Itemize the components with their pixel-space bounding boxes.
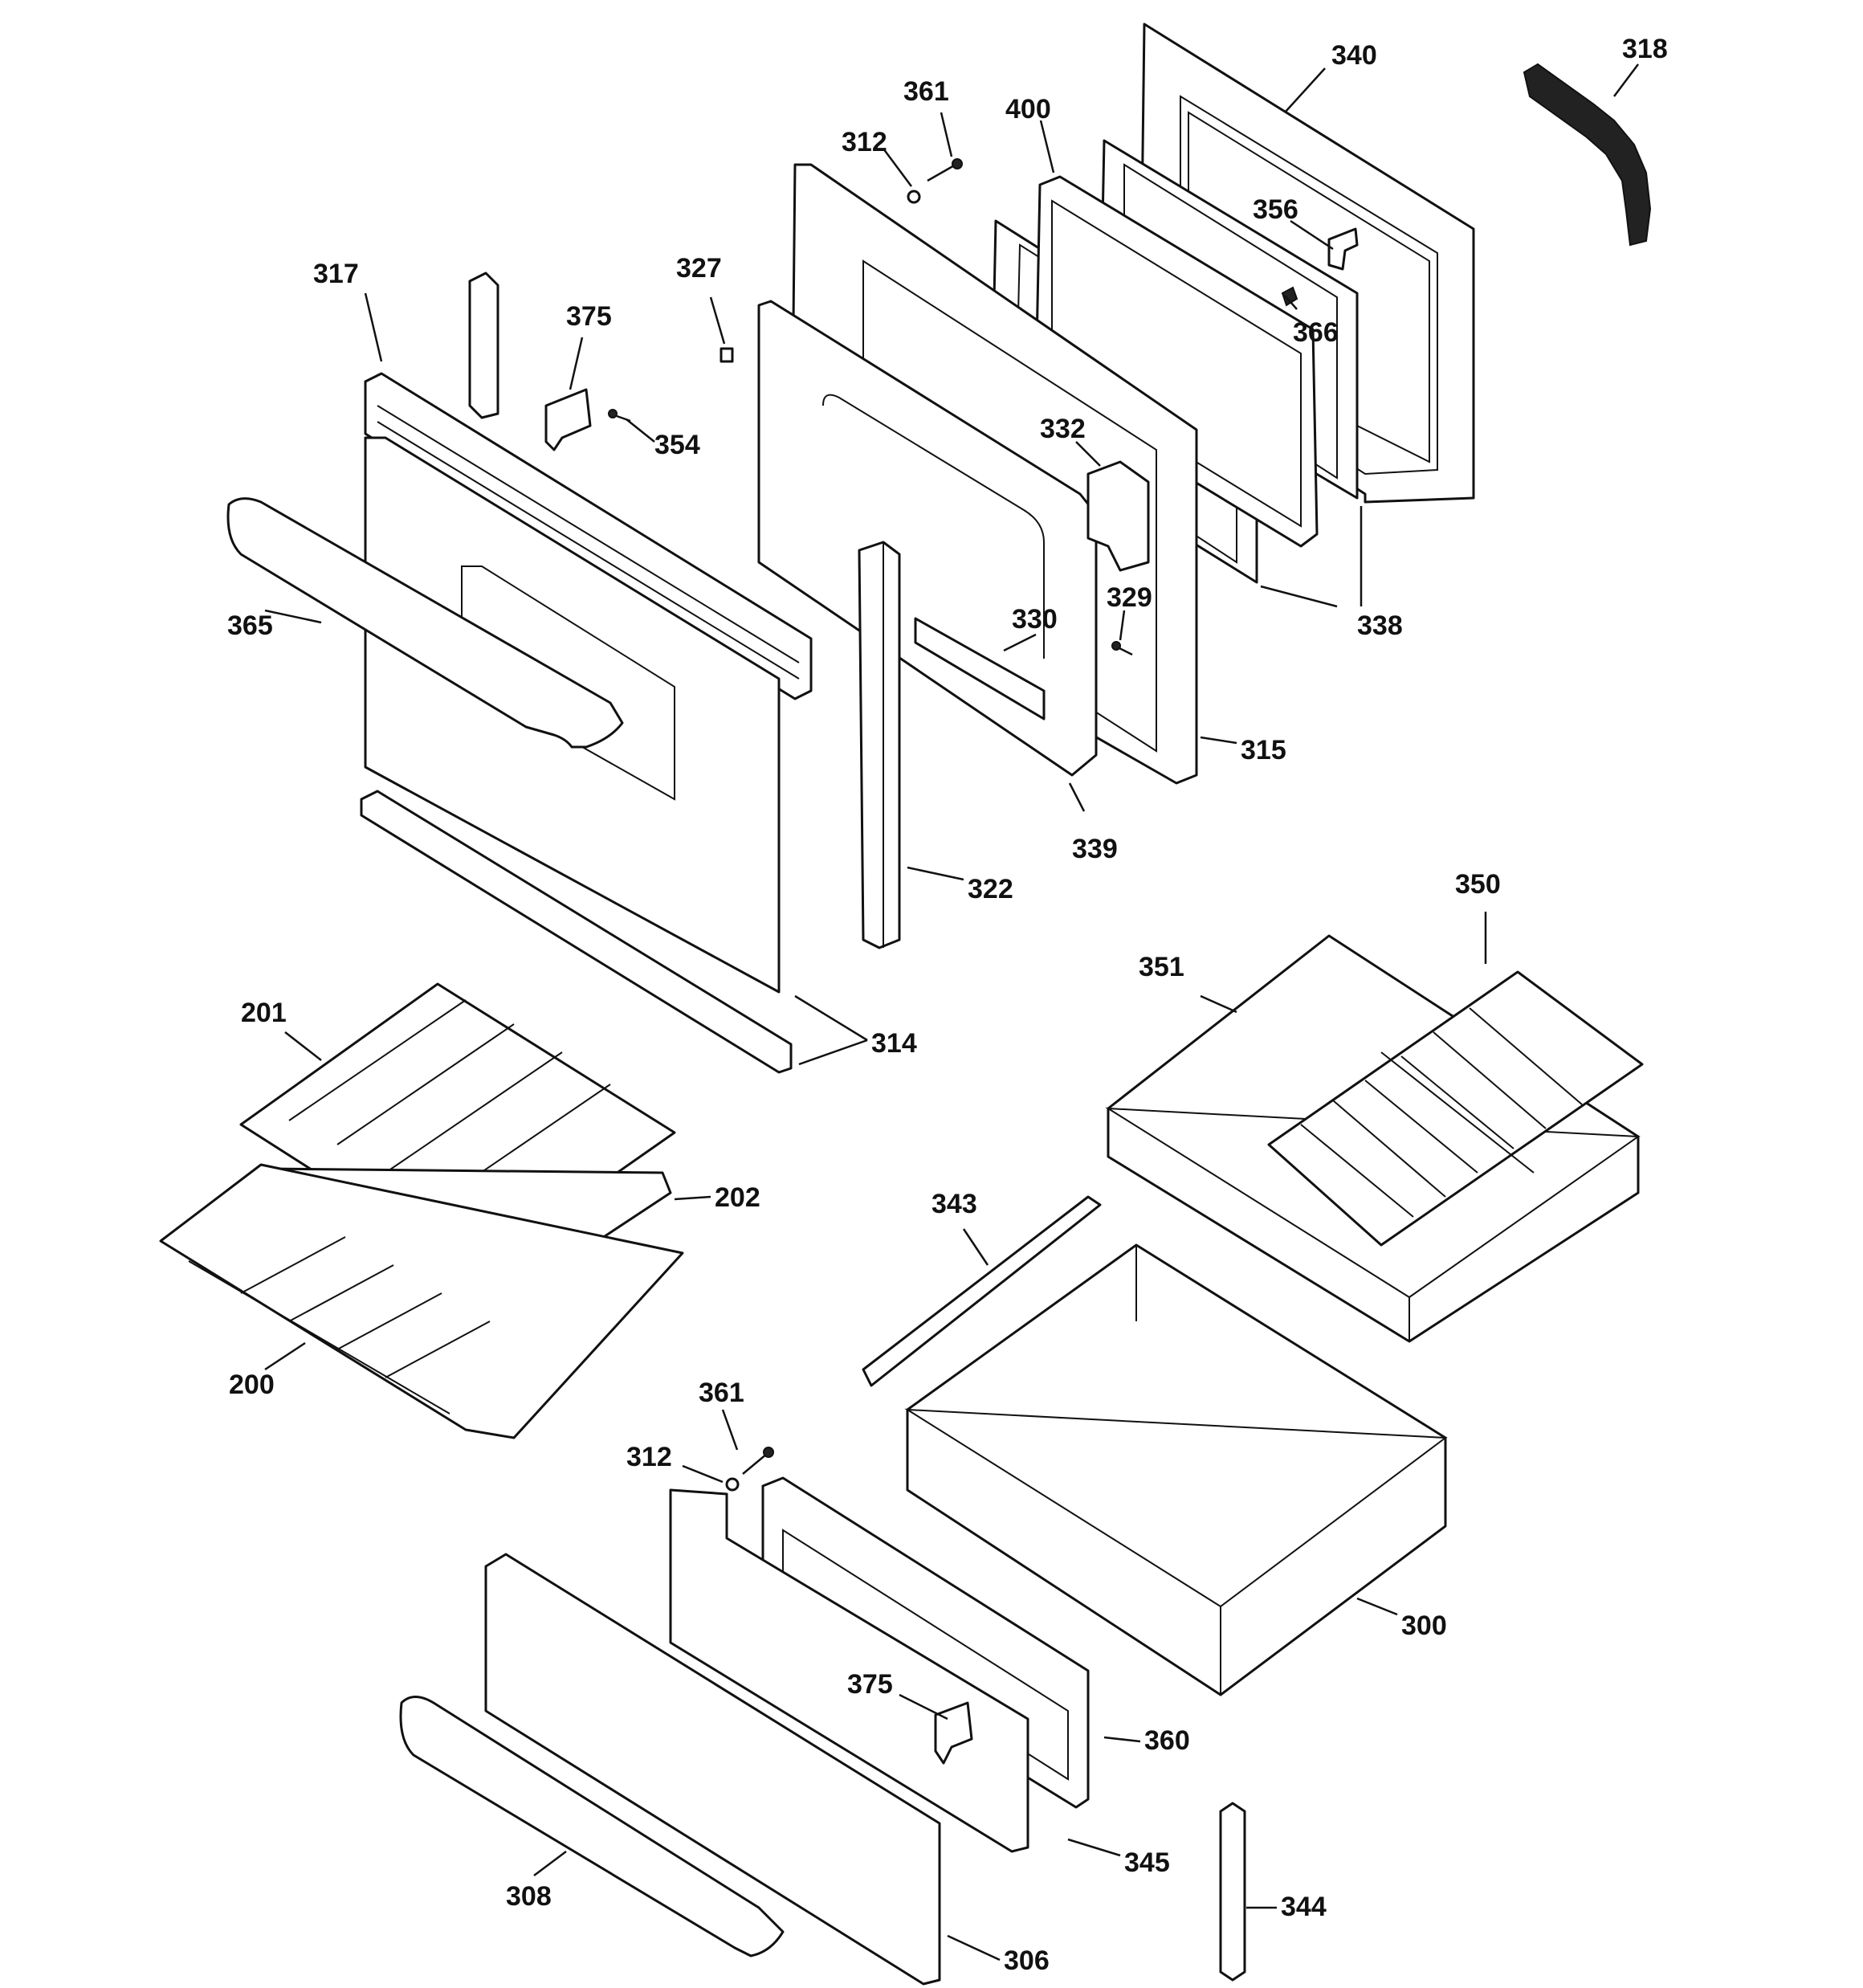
- part-314-door-bottom-trim: [360, 790, 793, 1074]
- part-361-bolt-bottom: [742, 1447, 774, 1475]
- part-329-screw: [1111, 641, 1133, 656]
- part-306-drawer-front: [484, 1553, 941, 1986]
- callout-375-top: 375: [566, 301, 612, 332]
- callout-329: 329: [1107, 582, 1152, 613]
- callout-202: 202: [715, 1182, 760, 1213]
- callout-351: 351: [1139, 952, 1184, 982]
- leader-lines: [264, 63, 1639, 1961]
- callout-322: 322: [968, 874, 1013, 904]
- callout-345: 345: [1124, 1847, 1170, 1878]
- callout-332: 332: [1040, 414, 1086, 444]
- part-318-door-gasket: [1523, 63, 1652, 247]
- callout-375-bottom: 375: [847, 1669, 893, 1700]
- part-343-drawer-rail: [862, 1195, 1102, 1387]
- callout-314: 314: [871, 1028, 917, 1059]
- callout-300: 300: [1401, 1610, 1447, 1641]
- part-345-drawer-side-panel: [669, 1488, 1029, 1853]
- callout-308: 308: [506, 1881, 552, 1912]
- part-350-broiler-grid: [1267, 970, 1644, 1247]
- callout-365: 365: [227, 610, 273, 641]
- callout-340: 340: [1331, 40, 1377, 71]
- callout-339: 339: [1072, 834, 1118, 864]
- callout-317: 317: [313, 259, 359, 289]
- callout-318: 318: [1622, 34, 1668, 64]
- callout-327: 327: [676, 253, 722, 284]
- callout-330: 330: [1012, 604, 1058, 635]
- callout-201: 201: [241, 998, 287, 1028]
- callout-366: 366: [1293, 317, 1339, 348]
- part-344-drawer-slide: [1219, 1802, 1246, 1982]
- part-366-screw: [1281, 286, 1298, 307]
- callout-312-bottom: 312: [626, 1442, 672, 1472]
- part-200-oven-rack: [159, 1163, 684, 1439]
- callout-361-top: 361: [903, 76, 949, 107]
- part-317-door-vent-trim: [364, 372, 813, 700]
- part-356-bracket: [1327, 227, 1359, 271]
- callout-315: 315: [1241, 735, 1286, 765]
- part-300-storage-drawer: [904, 1243, 1448, 1696]
- callout-200: 200: [229, 1370, 275, 1400]
- callout-312-top: 312: [842, 127, 887, 157]
- callout-356: 356: [1253, 194, 1298, 225]
- callout-361-bottom: 361: [699, 1378, 744, 1408]
- part-365-door-handle: [226, 497, 624, 749]
- callout-labels: 318 340 361 400 312 356 366 327 317 375 …: [227, 34, 1668, 1976]
- part-339-door-insulation: [757, 300, 1098, 777]
- part-312-washer-bottom: [725, 1477, 740, 1492]
- callout-400: 400: [1005, 94, 1051, 125]
- callout-343: 343: [932, 1189, 977, 1219]
- part-332-door-block: [1086, 460, 1150, 572]
- callout-306: 306: [1004, 1945, 1050, 1976]
- callout-344: 344: [1281, 1892, 1327, 1922]
- part-317-strip: [468, 271, 499, 419]
- callout-338: 338: [1357, 610, 1403, 641]
- part-322-side-trim: [858, 541, 901, 949]
- part-375-bracket-top: [544, 388, 592, 451]
- part-361-bolt-top: [927, 158, 963, 182]
- part-312-washer-top: [907, 190, 921, 204]
- part-327-clip: [720, 347, 734, 363]
- part-308-drawer-handle: [399, 1696, 785, 1957]
- callout-354: 354: [654, 430, 700, 460]
- callout-350: 350: [1455, 869, 1501, 900]
- callout-360: 360: [1144, 1725, 1190, 1756]
